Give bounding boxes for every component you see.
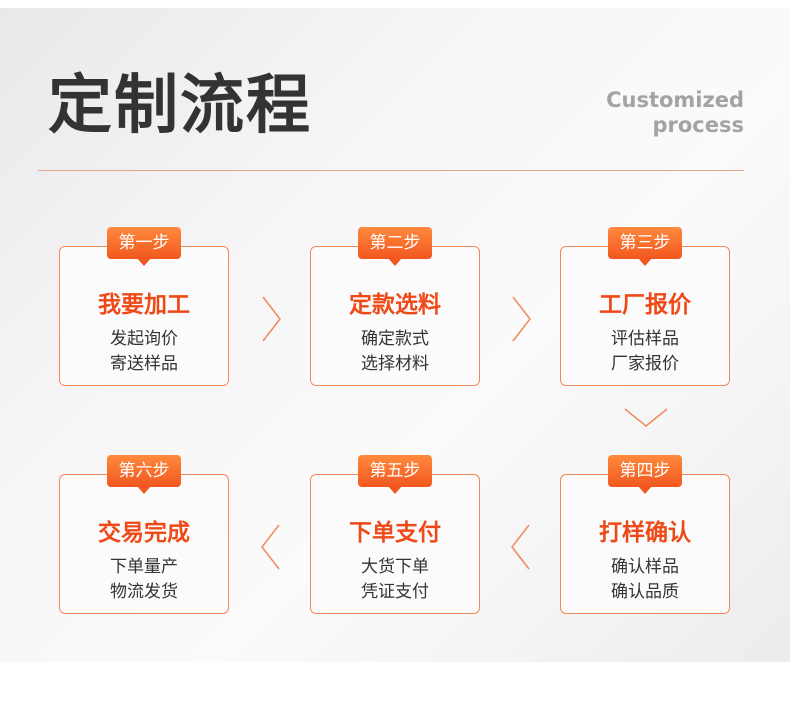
page-subtitle: Customized process xyxy=(606,88,744,138)
step-desc-1: 发起询价 寄送样品 xyxy=(60,327,228,377)
subtitle-line-1: Customized xyxy=(606,88,744,112)
chevron-right-icon xyxy=(262,296,282,342)
step-title-5: 下单支付 xyxy=(349,520,441,546)
step-desc-2: 确定款式 选择材料 xyxy=(311,327,479,377)
step-card-3: 第三步 工厂报价 评估样品 厂家报价 xyxy=(560,227,730,386)
step-desc-6: 下单量产 物流发货 xyxy=(60,555,228,605)
step-desc-line: 厂家报价 xyxy=(611,354,679,374)
step-desc-line: 选择材料 xyxy=(361,354,429,374)
chevron-left-icon xyxy=(260,524,280,570)
step-title-6: 交易完成 xyxy=(98,520,190,546)
step-desc-4: 确认样品 确认品质 xyxy=(561,555,729,605)
step-desc-line: 发起询价 xyxy=(110,329,178,349)
step-desc-line: 大货下单 xyxy=(361,557,429,577)
chevron-right-icon xyxy=(512,296,532,342)
step-badge-1: 第一步 xyxy=(107,227,181,266)
step-title-1: 我要加工 xyxy=(98,292,190,318)
step-desc-line: 寄送样品 xyxy=(110,354,178,374)
step-badge-3: 第三步 xyxy=(608,227,682,266)
step-desc-line: 凭证支付 xyxy=(361,582,429,602)
step-desc-line: 确认样品 xyxy=(611,557,679,577)
page-title: 定制流程 xyxy=(48,69,312,143)
divider xyxy=(38,170,744,171)
step-badge-5: 第五步 xyxy=(358,455,432,494)
chevron-down-icon xyxy=(624,408,668,428)
step-title-4: 打样确认 xyxy=(599,520,691,546)
step-desc-5: 大货下单 凭证支付 xyxy=(311,555,479,605)
step-card-4: 第四步 打样确认 确认样品 确认品质 xyxy=(560,455,730,614)
step-badge-2: 第二步 xyxy=(358,227,432,266)
step-title-3: 工厂报价 xyxy=(599,292,691,318)
step-card-5: 第五步 下单支付 大货下单 凭证支付 xyxy=(310,455,480,614)
step-desc-line: 评估样品 xyxy=(611,329,679,349)
subtitle-line-2: process xyxy=(652,113,744,137)
step-title-2: 定款选料 xyxy=(349,292,441,318)
step-desc-line: 下单量产 xyxy=(110,557,178,577)
step-card-1: 第一步 我要加工 发起询价 寄送样品 xyxy=(59,227,229,386)
chevron-left-icon xyxy=(510,524,530,570)
step-card-2: 第二步 定款选料 确定款式 选择材料 xyxy=(310,227,480,386)
step-card-6: 第六步 交易完成 下单量产 物流发货 xyxy=(59,455,229,614)
step-desc-line: 确认品质 xyxy=(611,582,679,602)
step-desc-line: 确定款式 xyxy=(361,329,429,349)
step-badge-4: 第四步 xyxy=(608,455,682,494)
step-desc-line: 物流发货 xyxy=(110,582,178,602)
step-desc-3: 评估样品 厂家报价 xyxy=(561,327,729,377)
step-badge-6: 第六步 xyxy=(107,455,181,494)
